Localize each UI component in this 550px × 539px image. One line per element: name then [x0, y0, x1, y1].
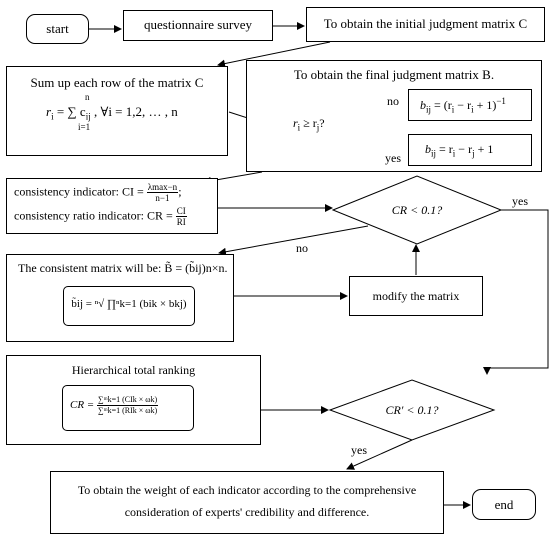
arrow-decision2-yes-path	[487, 209, 549, 369]
sum-upper-limit: n	[85, 92, 90, 102]
sum-sigma: = ∑ c	[56, 104, 86, 119]
decision2-label: CR < 0.1?	[391, 203, 443, 217]
yes3-label: yes	[351, 443, 367, 457]
final-matrix-title: To obtain the final judgment matrix B.	[293, 67, 495, 82]
weight-node	[50, 471, 444, 534]
b-no-formula: bij = (ri − ri + 1)−1	[420, 96, 506, 115]
arrow-decision2-no	[218, 225, 369, 256]
decision1-r: r	[293, 116, 298, 130]
sum-r: r	[46, 104, 52, 119]
weight-line2: consideration of experts' credibility an…	[124, 505, 370, 519]
hierarchical-formula: CR = ∑ᵐk=1 (CIk × ωk)∑ᵐk=1 (RIk × ωk)	[70, 395, 159, 416]
b-no-rhs2: − r	[454, 98, 472, 112]
sum-c-sub: ij	[85, 111, 91, 122]
survey-node	[123, 10, 273, 41]
cr-numerator: CI	[175, 206, 187, 217]
decision3-label: CR′ < 0.1?	[385, 403, 439, 417]
no1-label: no	[387, 94, 399, 108]
decision1-ge: ≥ r	[300, 116, 317, 130]
hier-denominator: ∑ᵐk=1 (RIk × ωk)	[97, 406, 158, 415]
hierarchical-title: Hierarchical total ranking	[71, 363, 196, 377]
b-yes-rhs: = r	[439, 142, 453, 156]
sum-row-formula: ri = ∑ cij , ∀i = 1,2, … , n	[46, 104, 178, 122]
consistent-label-line: The consistent matrix will be: B̃ = (b̃i…	[18, 261, 228, 276]
decision1-label: ri ≥ rj?	[293, 116, 325, 133]
b-no-exp: −1	[496, 96, 506, 106]
yes1-label: yes	[385, 151, 401, 165]
ci-denominator: n−1	[155, 193, 170, 203]
consistent-root-formula: b̃ij = ⁿ√ ∏ⁿk=1 (bik × bkj)	[71, 298, 187, 310]
start-label: start	[46, 21, 69, 36]
modify-node	[349, 276, 483, 316]
b-yes-node	[408, 134, 532, 166]
weight-line1: To obtain the weight of each indicator a…	[77, 483, 417, 497]
no2-label: no	[296, 241, 308, 255]
end-node	[472, 489, 536, 520]
b-yes-formula: bij = ri − rj + 1	[425, 142, 494, 159]
ci-numerator: λmax−n	[146, 182, 179, 193]
survey-label: questionnaire survey	[144, 17, 252, 32]
end-label: end	[494, 497, 514, 512]
sum-r-sub: i	[51, 111, 54, 122]
ci-label: consistency indicator: CI =	[14, 184, 144, 199]
start-node	[26, 14, 89, 44]
sum-row-title: Sum up each row of the matrix C	[30, 75, 204, 90]
consistent-label: The consistent matrix will be:	[18, 261, 162, 275]
yes2-label: yes	[512, 194, 528, 208]
sum-lower-limit: i=1	[78, 122, 91, 132]
b-yes-rhs3: + 1	[474, 142, 494, 156]
sum-forall: , ∀i = 1,2, … , n	[93, 104, 178, 119]
b-no-rhs3: + 1)	[473, 98, 497, 112]
b-yes-rhs2: − r	[455, 142, 473, 156]
consistent-formula: B̃ = (b̃ij)n×n.	[164, 261, 228, 275]
b-yes-b: b	[425, 142, 431, 156]
cr-label: consistency ratio indicator: CR =	[14, 208, 173, 223]
consistent-root-box	[63, 286, 195, 326]
hierarchical-formula-box	[62, 385, 194, 431]
consistency-node	[6, 178, 218, 234]
modify-label: modify the matrix	[372, 289, 460, 303]
initial-matrix-node	[306, 7, 545, 42]
decision1-q: ?	[319, 116, 325, 130]
b-no-node	[408, 89, 532, 121]
b-no-b: b	[420, 98, 426, 112]
hier-lhs: CR =	[70, 399, 95, 412]
cr-denominator: RI	[176, 217, 186, 227]
hier-numerator: ∑ᵐk=1 (CIk × ωk)	[96, 395, 159, 406]
sum-row-node	[6, 66, 228, 156]
b-no-rhs: = (r	[434, 98, 452, 112]
initial-matrix-label: To obtain the initial judgment matrix C	[323, 16, 528, 31]
